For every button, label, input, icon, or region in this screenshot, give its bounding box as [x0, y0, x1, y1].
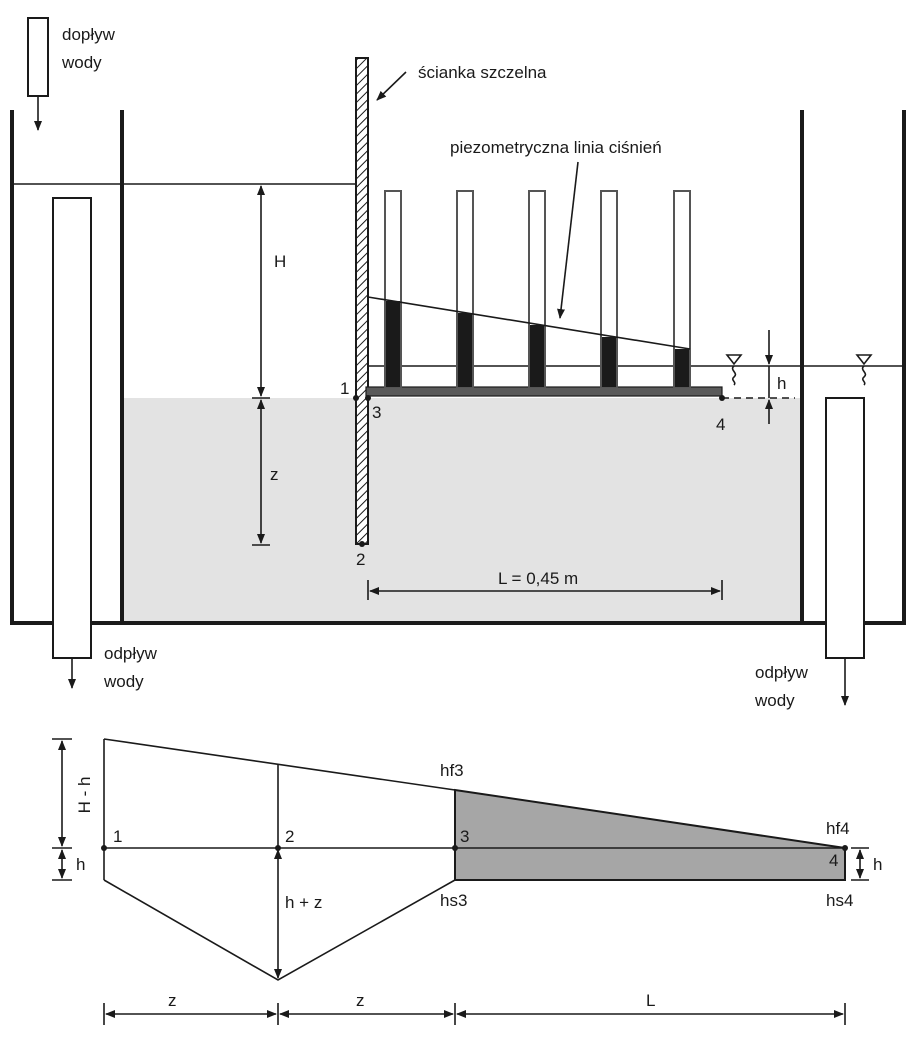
piezometers	[384, 190, 691, 388]
total-head-line	[103, 738, 456, 791]
hs3-label: hs3	[440, 891, 467, 910]
pressure-v-shape	[103, 879, 456, 981]
piezometric-line	[367, 296, 691, 350]
filter-plate	[365, 386, 723, 397]
diag-point-2-label: 2	[285, 827, 294, 846]
hf4-label: hf4	[826, 819, 850, 838]
point-1-label: 1	[340, 379, 349, 398]
sheet-pile-label: ścianka szczelna	[418, 63, 547, 82]
hf3-label: hf3	[440, 761, 464, 780]
dim-h-right-label: h	[873, 855, 882, 874]
hs4-label: hs4	[826, 891, 853, 910]
diag-point-4-dot	[842, 845, 848, 851]
piezometer-water	[675, 349, 689, 387]
inflow-pipe	[27, 17, 49, 97]
dim-H-label: H	[274, 252, 286, 271]
dim-z2-label: z	[356, 991, 365, 1010]
dim-z1-label: z	[168, 991, 177, 1010]
point-1-dot	[353, 395, 359, 401]
left-outflow-label-line1: odpływ	[104, 644, 158, 663]
inflow-label-line2: wody	[61, 53, 102, 72]
point-2-label: 2	[356, 550, 365, 569]
dim-h-left-label: h	[76, 855, 85, 874]
inflow-label-line1: dopływ	[62, 25, 116, 44]
water-level-symbol	[855, 354, 873, 386]
piezometric-line-label: piezometryczna linia ciśnień	[450, 138, 662, 157]
filter-head-area	[454, 788, 846, 881]
left-overflow-pipe	[52, 197, 92, 659]
point-4-label: 4	[716, 415, 725, 434]
piezo-line-leader	[557, 161, 579, 319]
sheet-pile	[355, 57, 369, 545]
apparatus: dopływ wody ścianka szczelna piezometryc…	[10, 17, 906, 710]
piezometer-water	[458, 313, 472, 387]
dim-L-bottom-label: L	[646, 991, 655, 1010]
point-2-dot	[359, 541, 365, 547]
dim-z-label: z	[270, 465, 279, 484]
diag-point-3-dot	[452, 845, 458, 851]
sheet-pile-leader	[376, 71, 407, 101]
water-level-symbol	[725, 354, 743, 386]
soil-region	[124, 398, 802, 623]
point-3-dot	[365, 395, 371, 401]
diag-point-1-label: 1	[113, 827, 122, 846]
dim-h-label: h	[777, 374, 786, 393]
left-outflow-label-line2: wody	[103, 672, 144, 691]
dim-Hh-label: H - h	[75, 777, 94, 814]
head-diagram: H - h h 1 2 3 4 hf3 hf4 hs3 hs4 h + z h …	[52, 738, 882, 1025]
piezometer-water	[602, 337, 616, 387]
right-outflow-label-line1: odpływ	[755, 663, 809, 682]
diag-point-3-label: 3	[460, 827, 469, 846]
diag-point-1-dot	[101, 845, 107, 851]
diag-point-2-dot	[275, 845, 281, 851]
right-outflow-label-line2: wody	[754, 691, 795, 710]
dim-L-label: L = 0,45 m	[498, 569, 578, 588]
diag-point-4-label: 4	[829, 851, 838, 870]
dim-hz-label: h + z	[285, 893, 322, 912]
right-overflow-pipe	[825, 397, 865, 659]
piezometer-water	[386, 301, 400, 387]
piezometer-water	[530, 325, 544, 387]
point-3-label: 3	[372, 403, 381, 422]
point-4-dot	[719, 395, 725, 401]
